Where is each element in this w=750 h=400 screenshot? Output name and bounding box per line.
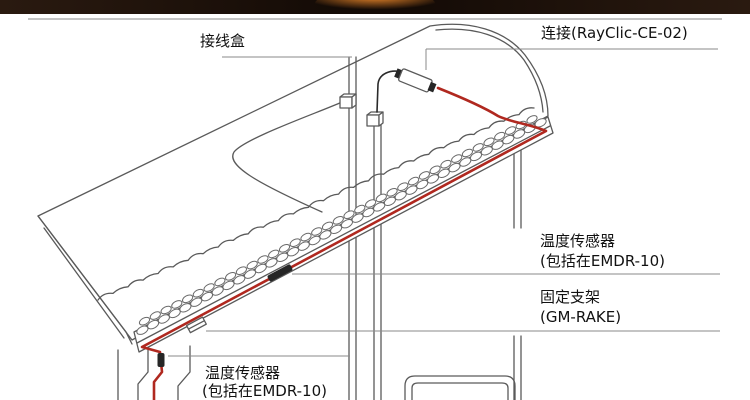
gutter-scallop [343,210,355,220]
label-sensor-upper: 温度传感器 [540,232,615,250]
gutter-scallop [461,148,473,158]
gutter-scallop [504,126,517,135]
gutter-scallop [192,288,204,298]
conduit-right [373,117,382,400]
gutter-scallop [203,283,215,292]
gutter-scallop [440,159,452,169]
gutter-scallop [182,294,194,304]
temperature-sensor-icon [157,353,165,367]
gutter-scallop [408,176,420,186]
gutter-scallop [289,238,301,248]
gutter-scallop [526,115,538,124]
roof-slab [37,23,549,341]
gutter-scallop [418,171,430,180]
junction-box-icon [366,111,384,127]
gutter-scallop [300,232,312,242]
gutter-scallop [138,316,151,326]
temperature-sensor-icon [267,264,293,282]
gutter-scallop [483,137,495,147]
gutter-scallop [365,199,377,208]
junction-box-icon [339,93,357,109]
gutter-scallop [278,243,291,253]
roof-gable-edge [37,215,133,345]
bottom-return-pipe [404,375,516,400]
gutter-scallop [160,305,172,315]
gutter-scallop [386,187,398,197]
roof-gable-inner [43,227,125,339]
label-bracket: 固定支架 [540,288,600,306]
right-downpipe [513,135,522,400]
gutter-scallop [311,227,323,236]
label-sensor-lower: 温度传感器 [205,364,280,382]
header-band [0,0,750,14]
gutter-scallop [375,193,387,203]
gutter-channel [136,125,551,344]
leader-lines [168,48,720,357]
gutter-scallop [235,266,247,276]
gutter-scallop [268,249,280,259]
mounting-bracket-icon [185,316,207,334]
gutter-scallop [494,131,506,141]
gutter-scallop [534,118,547,128]
roof [37,23,549,345]
snow-mound [435,28,544,113]
gutter-scallop [246,260,258,270]
gutter-scallop [321,221,334,231]
header-accent-glow [315,0,435,14]
gutter [133,115,554,353]
gutter-scallop [214,277,226,287]
label-sensor-lower-note: (包括在EMDR-10) [202,382,327,400]
power-cable [232,101,343,213]
gutter-scallop [451,154,463,163]
label-connection: 连接(RayClic-CE-02) [541,24,688,42]
gutter-scallop [171,300,183,309]
label-junction-box: 接线盒 [200,32,245,50]
gutter-scallop [257,255,269,264]
left-downpipe [137,345,191,400]
gutter-scallop [354,204,366,214]
label-sensor-upper-note: (包括在EMDR-10) [540,252,665,270]
label-bracket-model: (GM-RAKE) [540,308,621,326]
gutter-scallop [429,165,441,175]
connector-icon [394,68,437,93]
gutter-scallops [136,115,547,335]
gutter-scallop [397,182,409,192]
gutter-scallop [332,215,344,225]
gutter-scallop [225,271,237,281]
gutter-scallop [472,143,484,152]
gutter-scallop [149,311,161,320]
snow-edge [97,107,535,301]
